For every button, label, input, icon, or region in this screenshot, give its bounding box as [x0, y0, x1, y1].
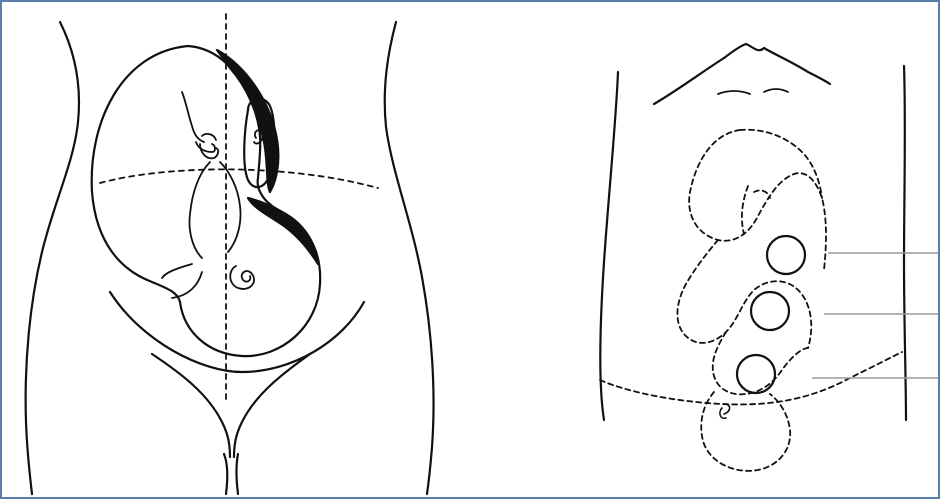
chest-top	[654, 44, 830, 104]
marker-circle-lower	[737, 355, 775, 393]
pelvic-arc	[110, 292, 364, 372]
fetal-arm	[182, 92, 216, 152]
fetal-body-line	[190, 162, 241, 258]
transverse-dashed-line	[100, 169, 378, 188]
left-panel	[26, 14, 434, 494]
colon-outline	[677, 240, 811, 348]
appendix-outline	[742, 186, 770, 234]
liver-outline	[740, 130, 822, 198]
callout-lines	[812, 253, 938, 378]
chest-mark-right	[764, 89, 788, 92]
fetal-leg	[162, 264, 202, 298]
marker-circle-middle	[751, 292, 789, 330]
umbilical-cord	[230, 266, 254, 289]
torso-right	[904, 66, 906, 420]
right-panel	[600, 44, 906, 471]
intestine-outline	[713, 332, 808, 394]
placenta-lower	[248, 198, 318, 264]
chest-mark-left	[718, 91, 750, 94]
body-outline-left	[26, 22, 79, 494]
uterus-outline	[92, 46, 320, 356]
body-outline-right	[385, 22, 434, 494]
marker-circle-upper	[767, 236, 805, 274]
uterus-small	[720, 404, 730, 418]
pubic-lower	[224, 454, 238, 494]
pubic-outline	[152, 354, 310, 457]
torso-left	[600, 72, 618, 420]
